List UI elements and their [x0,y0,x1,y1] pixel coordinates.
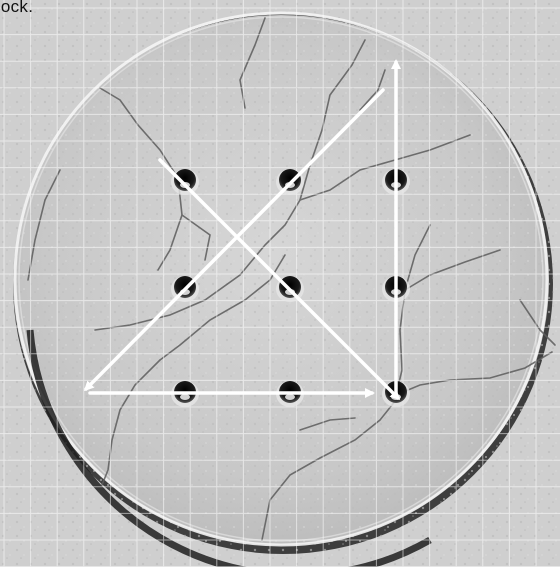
instruction-text: e lock. [0,0,33,17]
